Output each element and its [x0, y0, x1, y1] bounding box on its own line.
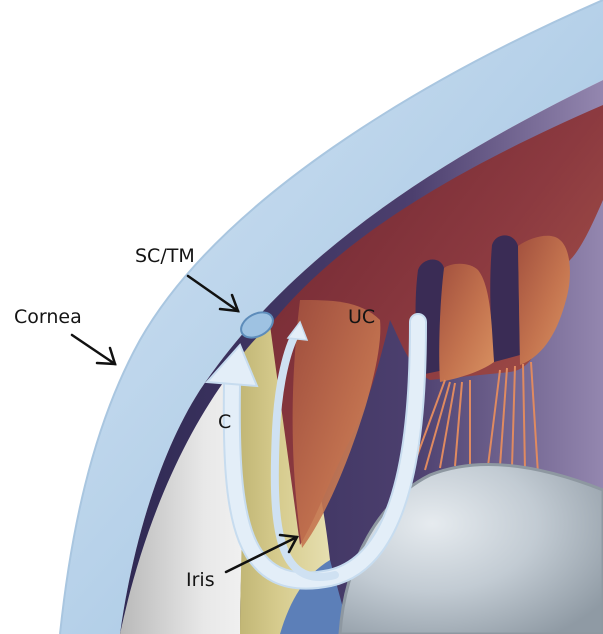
ciliary-valley-2	[490, 235, 520, 362]
sc-tm-label: SC/TM	[135, 245, 195, 267]
iris-label: Iris	[186, 569, 215, 591]
c-label: C	[218, 411, 231, 433]
cornea-label: Cornea	[14, 306, 82, 328]
uc-label: UC	[348, 306, 375, 328]
